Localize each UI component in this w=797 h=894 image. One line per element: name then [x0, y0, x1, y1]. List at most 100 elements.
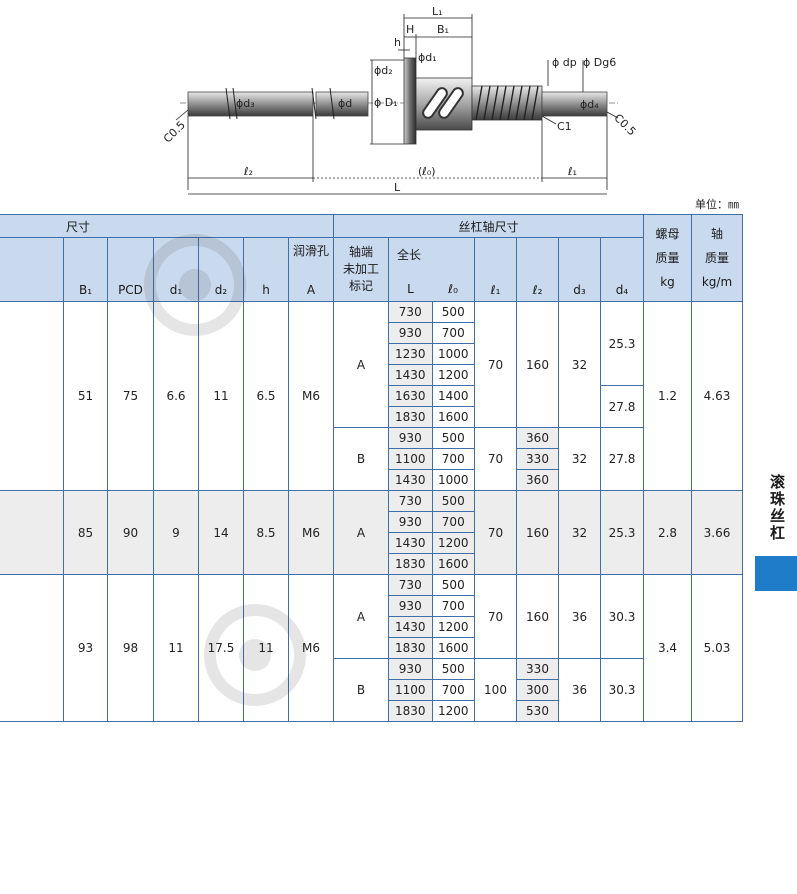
- header-nut-mass-line1: 螺母: [655, 227, 680, 241]
- g2-l0-1: 700: [431, 511, 475, 533]
- header-d4: d₄: [600, 237, 644, 302]
- g2-PCD: 90: [107, 490, 154, 575]
- g3-B-l0-0: 500: [431, 658, 475, 680]
- g3-A-L-2: 1430: [388, 616, 433, 638]
- g1-A-L-0: 730: [388, 301, 433, 323]
- g3-B-mark: B: [333, 658, 389, 722]
- header-nut-mass-line2: 质量: [655, 251, 680, 265]
- table-row: 1830 1600: [0, 637, 743, 659]
- table-row: 1830 1600: [0, 406, 743, 428]
- g1-A-d4-top: 25.3: [600, 301, 644, 386]
- label-l1: ℓ₁: [567, 165, 577, 178]
- header-nut-mass: 螺母 质量 kg: [643, 214, 692, 302]
- g3-B-L-0: 930: [388, 658, 433, 680]
- g1-A-L-4: 1630: [388, 385, 433, 407]
- g3-blank: [0, 574, 64, 722]
- g3-A-l0-3: 1600: [431, 637, 475, 659]
- g3-B-l0-1: 700: [431, 679, 475, 701]
- g3-A-l2: 160: [516, 574, 559, 659]
- label-C05-left: C0.5: [161, 118, 188, 145]
- g1-d2: 11: [198, 301, 244, 491]
- g1-B-l0-1: 700: [431, 448, 475, 470]
- g3-h: 11: [243, 574, 289, 722]
- g3-B-l2-0: 330: [516, 658, 559, 680]
- g2-A: M6: [288, 490, 334, 575]
- label-d2: ϕd₂: [374, 64, 393, 77]
- g3-B-d3: 36: [558, 658, 601, 722]
- g2-l0-0: 500: [431, 490, 475, 512]
- g1-B-mark: B: [333, 427, 389, 491]
- g2-d4: 25.3: [600, 490, 644, 575]
- g1-PCD: 75: [107, 301, 154, 491]
- g3-A-l1: 70: [474, 574, 517, 659]
- header-shaft-mass-line1: 轴: [710, 227, 723, 241]
- g2-B1: 85: [63, 490, 108, 575]
- table-row: 930 700: [0, 595, 743, 617]
- g1-nut-mass: 1.2: [643, 301, 692, 491]
- g2-shaft-mass: 3.66: [691, 490, 743, 575]
- g3-B-l2-1: 300: [516, 679, 559, 701]
- header-d2: d₂: [198, 237, 244, 302]
- g3-A-d3: 36: [558, 574, 601, 659]
- header-shaft-end-line2: 未加工: [342, 262, 379, 276]
- g3-nut-mass: 3.4: [643, 574, 692, 722]
- g3-B-l1: 100: [474, 658, 517, 722]
- table-row: 1100 700 330: [0, 448, 743, 470]
- g1-B-d4: 27.8: [600, 427, 644, 491]
- g2-l0-3: 1600: [431, 553, 475, 575]
- g1-A-d3: 32: [558, 301, 601, 428]
- g3-A-L-0: 730: [388, 574, 433, 596]
- header-A: A: [306, 283, 316, 297]
- g3-B-L-1: 1100: [388, 679, 433, 701]
- g3-B-d4: 30.3: [600, 658, 644, 722]
- label-D1: ϕ D₁: [374, 96, 398, 109]
- header-total-length-label: 全长: [397, 247, 422, 262]
- label-C05-right: C0.5: [611, 111, 638, 138]
- header-row-1: 尺寸 丝杠轴尺寸 螺母 质量 kg 轴 质量 kg/m: [0, 214, 743, 302]
- g3-A-mark: A: [333, 574, 389, 659]
- side-tab-label: 滚珠丝杠: [768, 474, 786, 542]
- table-row: 1830 1200 530: [0, 700, 743, 722]
- g2-d3: 32: [558, 490, 601, 575]
- header-blank: [0, 237, 64, 302]
- label-h: h: [394, 36, 401, 49]
- header-size-group: 尺寸: [0, 214, 334, 238]
- g1-B-d3: 32: [558, 427, 601, 491]
- g1-A: M6: [288, 301, 334, 491]
- g1-A-d4-bot: 27.8: [600, 385, 644, 428]
- g1-A-L-5: 1830: [388, 406, 433, 428]
- g2-blank: [0, 490, 64, 575]
- g1-h: 6.5: [243, 301, 289, 491]
- g1-shaft-mass: 4.63: [691, 301, 743, 491]
- g1-B-L-2: 1430: [388, 469, 433, 491]
- spec-table: 尺寸 丝杠轴尺寸 螺母 质量 kg 轴 质量 kg/m B₁ PCD d₁ d₂…: [0, 214, 743, 722]
- table-row: 93 98 11 17.5 11 M6 A 730 500 70 160 36 …: [0, 574, 743, 722]
- g1-A-L-3: 1430: [388, 364, 433, 386]
- g1-A-L-1: 930: [388, 322, 433, 344]
- g3-B-l0-2: 1200: [431, 700, 475, 722]
- g2-L-0: 730: [388, 490, 433, 512]
- g2-L-3: 1830: [388, 553, 433, 575]
- header-shaft-end: 轴端 未加工 标记: [333, 237, 389, 302]
- g3-d1: 11: [153, 574, 199, 722]
- g1-A-mark: A: [333, 301, 389, 428]
- header-shaft-mass-unit: kg/m: [701, 275, 733, 289]
- header-shaft-end-line3: 标记: [348, 279, 373, 293]
- table-row: 1430 1200: [0, 364, 743, 386]
- header-d1: d₁: [153, 237, 199, 302]
- g3-B-l2-2: 530: [516, 700, 559, 722]
- header-l1: ℓ₁: [474, 237, 517, 302]
- label-C1: C1: [557, 120, 572, 133]
- label-Dg6: ϕ Dg6: [583, 56, 616, 69]
- middle-shaft: [315, 91, 369, 117]
- label-H: H: [406, 23, 414, 36]
- table-row: 1230 1000: [0, 343, 743, 365]
- g2-h: 8.5: [243, 490, 289, 575]
- g3-d2: 17.5: [198, 574, 244, 722]
- header-B1: B₁: [63, 237, 108, 302]
- g3-PCD: 98: [107, 574, 154, 722]
- header-l0: ℓ₀: [448, 281, 458, 296]
- threaded-shaft: [471, 85, 543, 121]
- label-d1: ϕd₁: [418, 51, 437, 64]
- g1-A-l2: 160: [516, 301, 559, 428]
